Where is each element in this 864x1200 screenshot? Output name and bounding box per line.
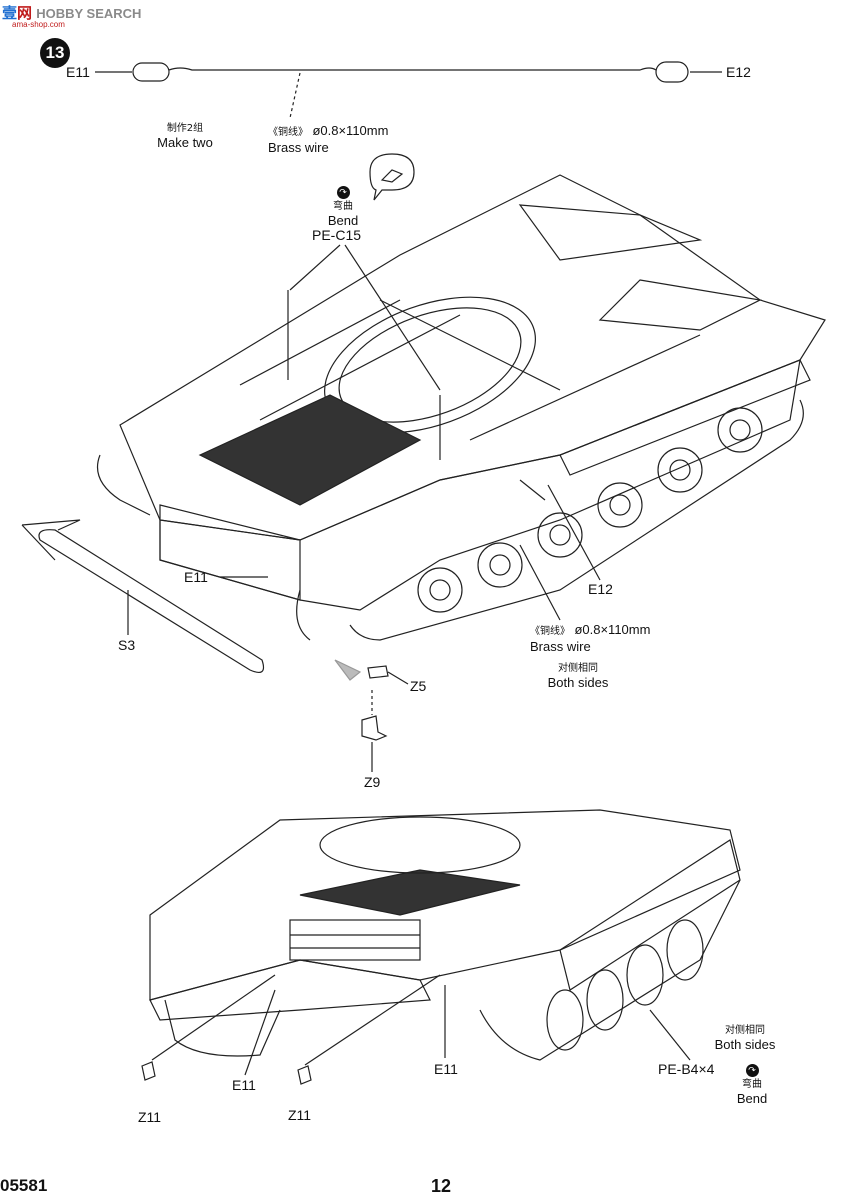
make-two-note: 制作2组 Make two bbox=[150, 122, 220, 150]
e12-upper-leader bbox=[547, 484, 601, 581]
e11-lower-left-label: E11 bbox=[232, 1077, 256, 1093]
watermark-text: HOBBY SEARCH bbox=[36, 6, 142, 21]
both-sides-upper-cn: 对侧相同 bbox=[558, 663, 598, 674]
kit-number: 05581 bbox=[0, 1176, 48, 1195]
watermark-char-2: 网 bbox=[17, 5, 33, 22]
both-sides-upper-note: 对侧相同 Both sides bbox=[528, 662, 628, 690]
brass-wire-top-material: Brass wire bbox=[268, 140, 329, 155]
bend-callout: ↷ 弯曲 Bend bbox=[318, 182, 368, 228]
z11-right-label: Z11 bbox=[288, 1107, 312, 1123]
e11-top-label: E11 bbox=[66, 64, 90, 80]
pe-b4-leader bbox=[649, 1009, 691, 1061]
brass-wire-side-cn: 《铜线》 bbox=[530, 626, 570, 637]
brass-wire-side-material: Brass wire bbox=[530, 639, 591, 654]
pe-c15-leader-right bbox=[344, 244, 441, 391]
wire-side-leader bbox=[519, 544, 561, 621]
pe-b4-label: PE-B4×4 bbox=[658, 1061, 715, 1077]
brass-wire-top-cn: 《铜线》 bbox=[268, 127, 308, 138]
brass-wire-side-dimension: ø0.8×110mm bbox=[574, 622, 651, 637]
bend-cn: 弯曲 bbox=[333, 201, 353, 212]
z11-right-assembly-line bbox=[304, 974, 441, 1066]
e11-left-leader bbox=[244, 989, 276, 1076]
e11-wire-end-part bbox=[132, 62, 170, 82]
assembly-arrow bbox=[334, 659, 362, 681]
bend-lower-cn: 弯曲 bbox=[742, 1079, 762, 1090]
z5-part bbox=[367, 665, 389, 679]
s3-rod-part bbox=[21, 519, 265, 673]
watermark-char-1: 壹 bbox=[2, 5, 18, 22]
lower-tank-hull bbox=[141, 809, 741, 1085]
both-sides-lower-cn: 对侧相同 bbox=[725, 1025, 765, 1036]
e12-wire-end-part bbox=[655, 61, 689, 83]
brass-wire-top-dimension: ø0.8×110mm bbox=[312, 123, 389, 138]
z9-part bbox=[361, 715, 388, 741]
wire-dimension-leader bbox=[289, 72, 301, 119]
e12-top-label: E12 bbox=[726, 64, 751, 80]
e11-upper-label: E11 bbox=[184, 569, 208, 585]
s3-label: S3 bbox=[118, 637, 136, 653]
e11-lower-right-label: E11 bbox=[434, 1061, 458, 1077]
both-sides-upper-en: Both sides bbox=[547, 675, 609, 690]
z5-leader bbox=[387, 671, 409, 685]
z9-label: Z9 bbox=[364, 774, 381, 790]
brass-wire-side-note: 《铜线》 ø0.8×110mm Brass wire bbox=[530, 621, 650, 654]
e12-upper-label: E12 bbox=[588, 581, 613, 597]
bend-lower-en: Bend bbox=[736, 1091, 768, 1106]
z11-left-label: Z11 bbox=[138, 1109, 162, 1125]
step-number-badge: 13 bbox=[40, 38, 70, 68]
z11-left-part bbox=[141, 1061, 156, 1081]
page-number: 12 bbox=[431, 1176, 452, 1196]
bend-callout-part bbox=[380, 169, 404, 183]
bend-icon: ↷ bbox=[336, 186, 350, 199]
bend-callout-bubble bbox=[369, 153, 415, 201]
brass-wire-top bbox=[168, 67, 657, 71]
pe-c15-label: PE-C15 bbox=[312, 227, 362, 243]
both-sides-lower-en: Both sides bbox=[714, 1037, 776, 1052]
brass-wire-top-note: 《铜线》 ø0.8×110mm Brass wire bbox=[268, 122, 388, 155]
make-two-en: Make two bbox=[157, 135, 213, 150]
make-two-cn: 制作2组 bbox=[166, 123, 204, 134]
z5-label: Z5 bbox=[410, 678, 427, 694]
z11-left-assembly-line bbox=[151, 974, 276, 1061]
both-sides-lower-note: 对侧相同 Both sides bbox=[705, 1024, 785, 1052]
watermark-subtext: ama-shop.com bbox=[12, 20, 65, 29]
pe-c15-leader-left bbox=[289, 244, 341, 291]
bend-lower-icon: ↷ bbox=[745, 1064, 759, 1077]
bend-lower-note: ↷ 弯曲 Bend bbox=[722, 1060, 782, 1106]
bend-label: Bend bbox=[327, 213, 359, 228]
watermark-logo: 壹网 HOBBY SEARCH bbox=[2, 2, 141, 23]
upper-tank-hull bbox=[96, 174, 826, 641]
z11-right-part bbox=[297, 1065, 312, 1085]
